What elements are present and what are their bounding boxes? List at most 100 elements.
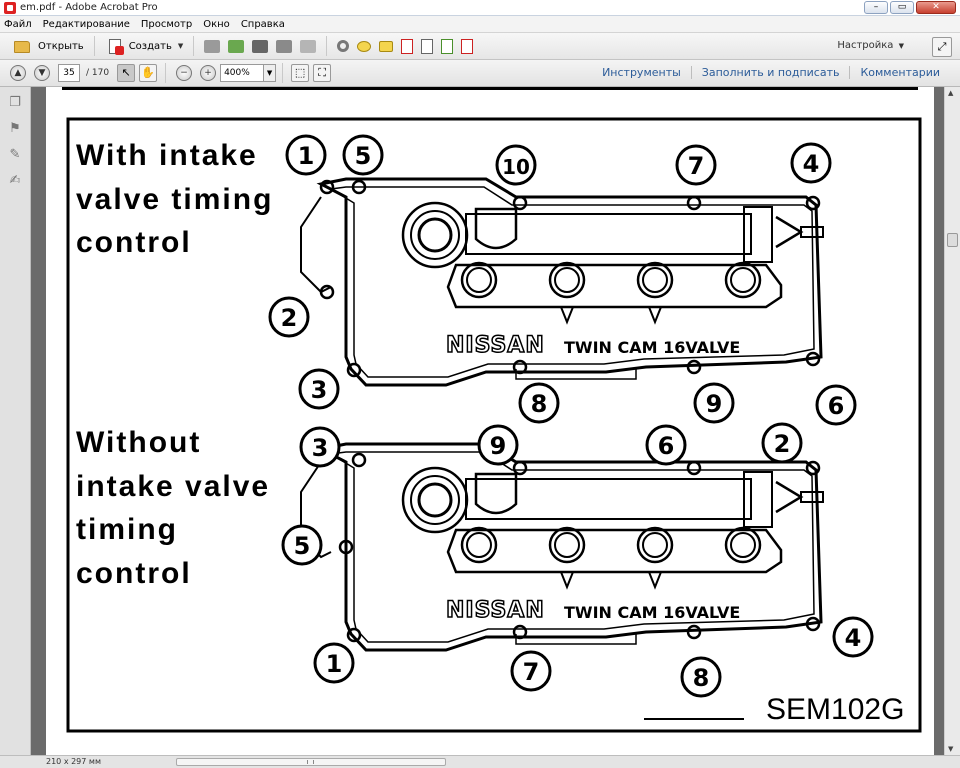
toolbar-divider — [165, 63, 167, 83]
open-button[interactable]: Открыть — [6, 35, 88, 57]
chevron-down-icon[interactable]: ▼ — [264, 64, 277, 82]
open-label: Открыть — [38, 40, 84, 52]
sign-document-icon[interactable] — [461, 38, 474, 54]
save-icon[interactable] — [204, 40, 221, 53]
select-cursor-icon[interactable]: ↖ — [117, 64, 136, 82]
acrobat-app-icon — [4, 1, 16, 14]
create-button[interactable]: Создать ▼ — [101, 35, 188, 57]
bolt-number-label: 2 — [281, 304, 298, 332]
bolt-number-label: 3 — [312, 434, 329, 462]
bolt-number-label: 7 — [688, 152, 705, 180]
bolt-number-label: 1 — [326, 650, 343, 678]
bolt-marker — [805, 460, 821, 476]
scroll-down-icon[interactable]: ▼ — [948, 745, 954, 753]
heading-bottom-line-2: intake valve — [76, 470, 270, 503]
bolt-number-label: 5 — [355, 142, 372, 170]
fit-width-icon[interactable]: ⛶ — [313, 64, 332, 82]
heading-top-line-2: valve timing — [76, 183, 273, 216]
print-icon[interactable] — [252, 40, 269, 53]
bolt-marker — [346, 362, 362, 378]
window-controls: – ▭ ✕ — [864, 1, 956, 14]
main-toolbar: Открыть Создать ▼ Настройка ▼ ⤢ — [0, 32, 960, 60]
bolt-marker — [512, 460, 528, 476]
menu-help[interactable]: Справка — [240, 18, 285, 30]
bolt-number-label: 10 — [502, 155, 530, 179]
bolt-number-label: 4 — [845, 624, 862, 652]
attachments-icon[interactable]: ✎ — [9, 147, 21, 162]
customize-label: Настройка — [837, 40, 894, 51]
document-area: NISSAN TWIN CAM 16VALVE NISSAN TWIN CAM … — [32, 87, 944, 755]
bolt-number-label: 1 — [298, 142, 315, 170]
scrollbar-thumb[interactable] — [947, 233, 958, 247]
toolbar-divider — [282, 63, 284, 83]
horizontal-scrollbar[interactable] — [176, 758, 446, 766]
heading-bottom-line-1: Without — [76, 426, 201, 459]
bolt-marker — [512, 195, 528, 211]
close-button[interactable]: ✕ — [916, 1, 956, 14]
menu-edit[interactable]: Редактирование — [42, 18, 130, 30]
navigation-pane: ❐ ⚑ ✎ ✍ — [0, 87, 31, 755]
zoom-in-icon[interactable]: + — [200, 65, 217, 81]
task-panes: Инструменты Заполнить и подписать Коммен… — [592, 66, 950, 79]
bolt-marker — [805, 616, 821, 632]
bolt-marker — [686, 195, 702, 211]
delete-page-icon[interactable] — [401, 38, 414, 54]
bolt-marker — [805, 195, 821, 211]
menu-window[interactable]: Окно — [203, 18, 230, 30]
page-thumbnails-icon[interactable]: ❐ — [9, 95, 21, 110]
bolt-marker — [319, 284, 335, 300]
bolt-marker — [346, 627, 362, 643]
fill-sign-pane-link[interactable]: Заполнить и подписать — [690, 66, 850, 79]
bolt-number-label: 9 — [706, 390, 723, 418]
customize-dropdown[interactable]: Настройка ▼ — [837, 40, 904, 51]
edit-icon[interactable] — [276, 40, 293, 53]
email-icon[interactable] — [300, 40, 317, 53]
heading-top-line-1: With intake — [76, 139, 258, 172]
toolbar-divider — [193, 36, 195, 56]
export-icon[interactable] — [441, 38, 454, 54]
bookmarks-icon[interactable]: ⚑ — [9, 121, 21, 136]
comment-icon[interactable] — [357, 40, 372, 52]
bolt-marker — [686, 359, 702, 375]
chevron-down-icon: ▼ — [177, 42, 184, 50]
restore-button[interactable]: ▭ — [890, 1, 914, 14]
comments-pane-link[interactable]: Комментарии — [849, 66, 950, 79]
bolt-number-label: 8 — [693, 664, 710, 692]
bolt-number-label: 2 — [774, 430, 791, 458]
title-bar: em.pdf - Adobe Acrobat Pro – ▭ ✕ — [0, 0, 960, 16]
bolt-marker — [351, 179, 367, 195]
gear-icon[interactable] — [337, 40, 350, 52]
page-number-input[interactable]: 35 — [58, 64, 80, 82]
tools-pane-link[interactable]: Инструменты — [602, 66, 681, 79]
signatures-icon[interactable]: ✍ — [9, 173, 21, 188]
menu-file[interactable]: Файл — [4, 18, 32, 30]
next-page-icon[interactable]: ▼ — [34, 65, 50, 81]
menu-view[interactable]: Просмотр — [140, 18, 193, 30]
minimize-button[interactable]: – — [864, 1, 888, 14]
zoom-out-icon[interactable]: − — [176, 65, 193, 81]
create-pdf-icon — [108, 38, 124, 55]
vertical-scrollbar[interactable]: ▲ ▼ — [944, 87, 960, 755]
bolt-number-label: 9 — [490, 432, 507, 460]
pdf-page: NISSAN TWIN CAM 16VALVE NISSAN TWIN CAM … — [46, 87, 934, 755]
status-bar: 210 x 297 мм — [0, 755, 960, 768]
heading-top-line-3: control — [76, 226, 192, 259]
scroll-up-icon[interactable]: ▲ — [948, 89, 954, 97]
secure-document-icon[interactable] — [421, 38, 434, 54]
chevron-down-icon: ▼ — [898, 42, 904, 50]
menu-bar: Файл Редактирование Просмотр Окно Справк… — [0, 16, 960, 32]
upload-cloud-icon[interactable] — [228, 40, 245, 53]
heading-bottom-line-3: timing — [76, 513, 178, 546]
fit-page-icon[interactable]: ⬚ — [291, 64, 310, 82]
brand-text: NISSAN — [446, 333, 545, 358]
previous-page-icon[interactable]: ▲ — [10, 65, 26, 81]
expand-icon[interactable]: ⤢ — [932, 37, 952, 57]
folder-icon — [14, 41, 30, 53]
highlight-icon[interactable] — [379, 40, 394, 52]
engine-label: TWIN CAM 16VALVE — [564, 338, 740, 357]
zoom-input[interactable]: 400% — [220, 64, 265, 82]
bolt-marker — [686, 624, 702, 640]
figure-code: SEM102G — [766, 693, 904, 726]
hand-tool-icon[interactable]: ✋ — [139, 64, 158, 82]
create-label: Создать — [128, 40, 172, 52]
